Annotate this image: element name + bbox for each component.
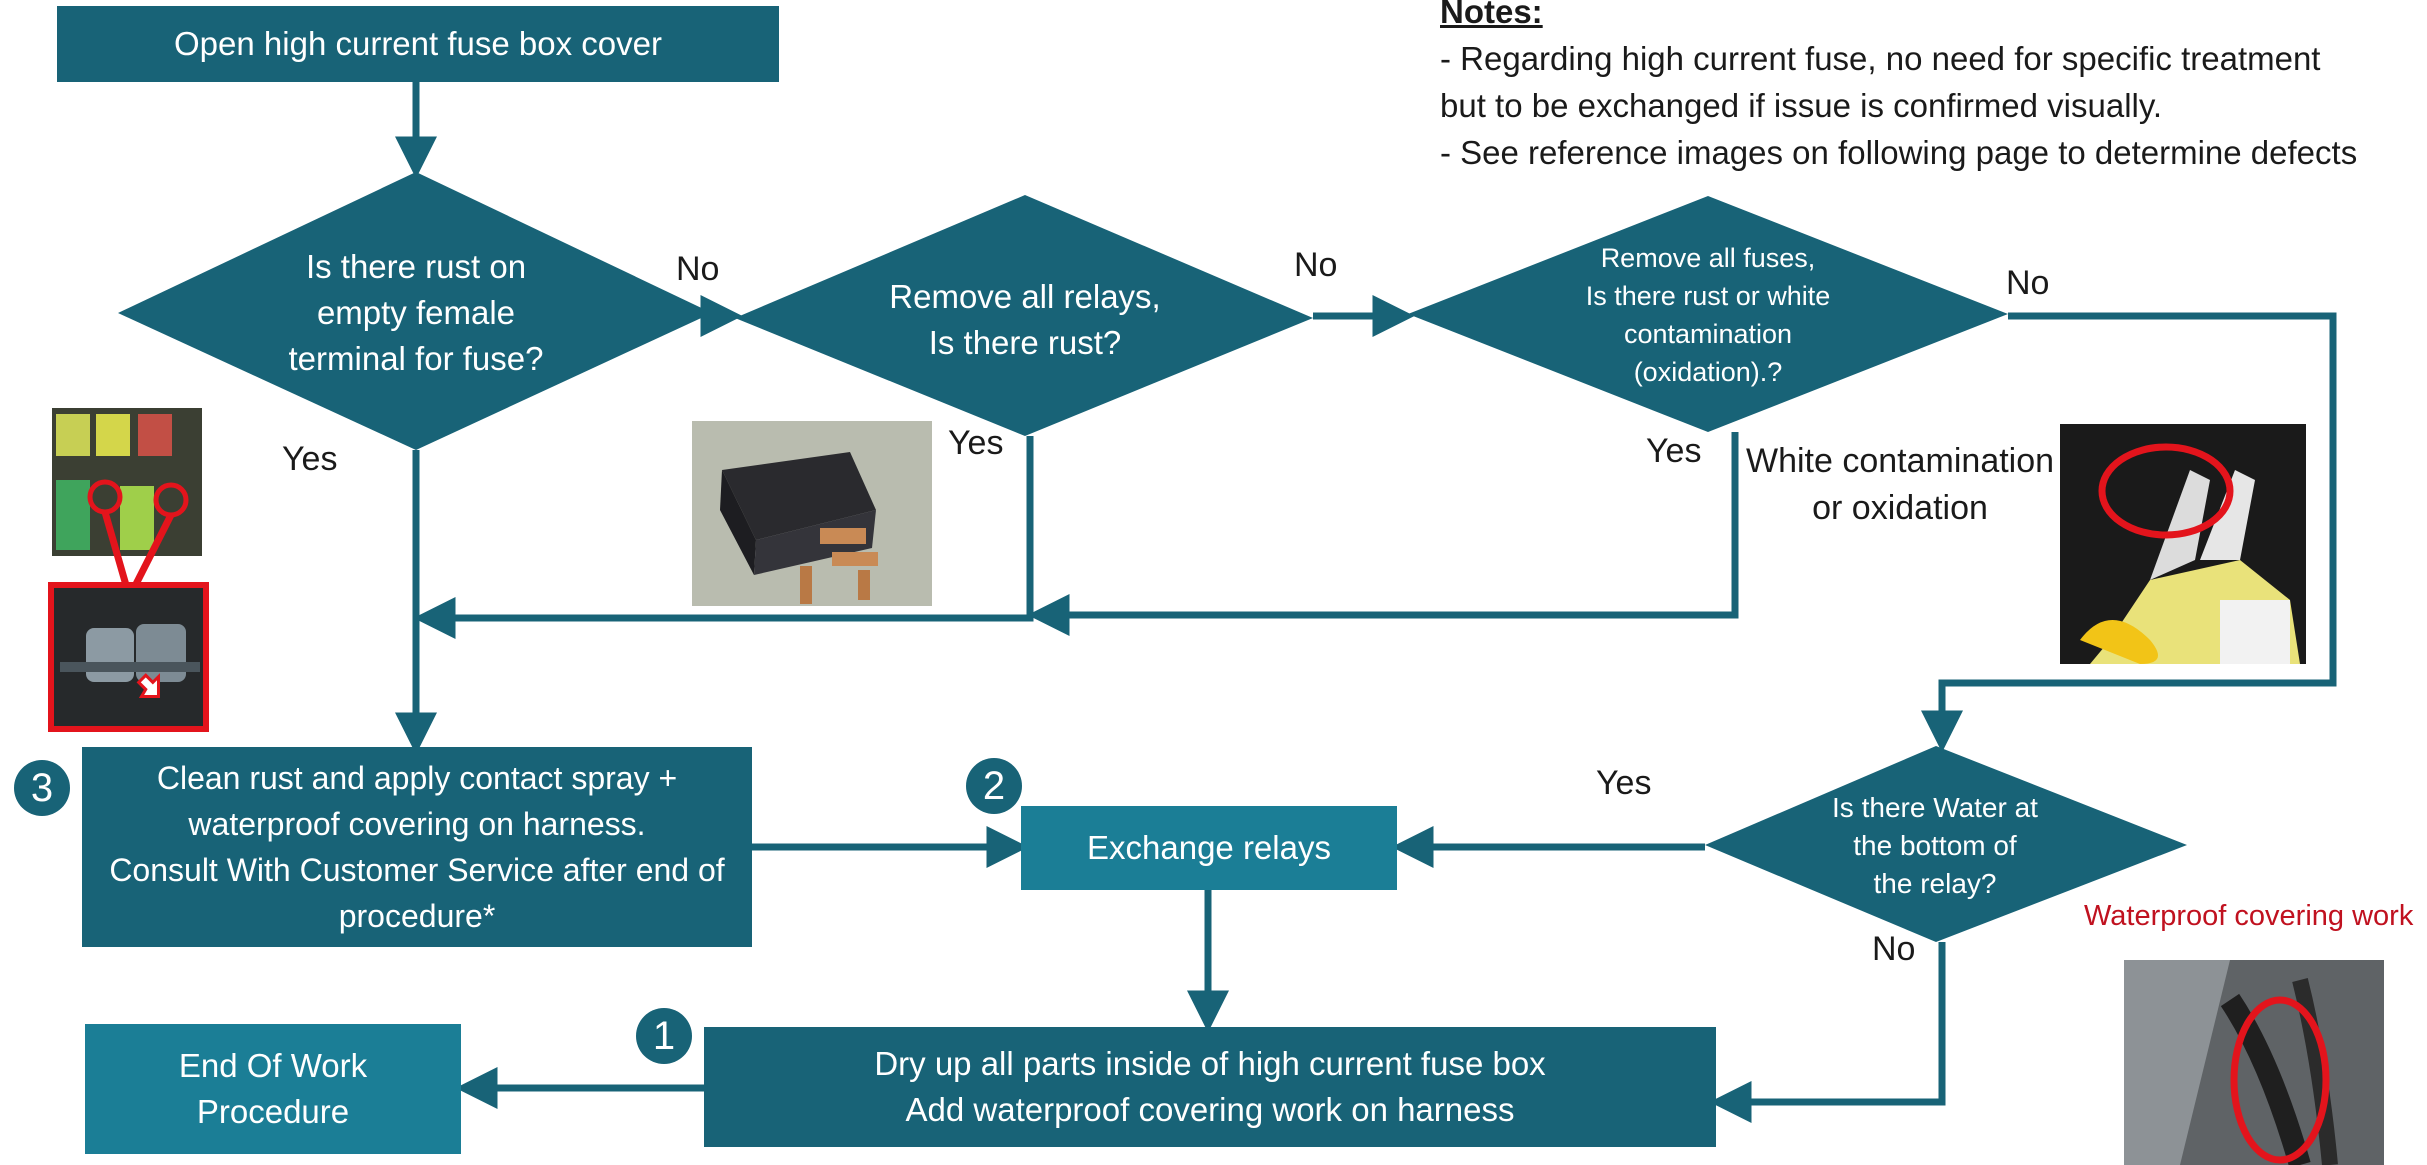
end-of-work-box: End Of Work Procedure bbox=[85, 1024, 461, 1154]
notes-line-3: - See reference images on following page… bbox=[1440, 134, 2358, 171]
contaminated-fuse-photo bbox=[2060, 424, 2306, 664]
decision-water-relay-shape bbox=[1705, 746, 2187, 942]
waterproof-covering-photo bbox=[2124, 960, 2384, 1165]
label-no-fuses: No bbox=[2006, 264, 2050, 302]
decision-rust-female-terminal-shape bbox=[118, 172, 712, 450]
connector-water-no bbox=[1709, 942, 1946, 1123]
exchange-relays-box: Exchange relays bbox=[1021, 806, 1397, 890]
rust-terminal-closeup-photo bbox=[48, 582, 209, 732]
decision-water-relay: Is there Water at the bottom of the rela… bbox=[1832, 792, 2038, 899]
label-yes-water: Yes bbox=[1596, 764, 1652, 802]
label-no-relays: No bbox=[1294, 246, 1338, 284]
label-yes-fuses: Yes bbox=[1646, 432, 1702, 470]
notes-title: Notes: bbox=[1440, 0, 1543, 30]
label-no-rust-terminal: No bbox=[676, 250, 720, 288]
decision-remove-relays-shape bbox=[735, 195, 1313, 436]
label-yes-relays: Yes bbox=[948, 424, 1004, 462]
decision-remove-fuses-shape bbox=[1408, 196, 2008, 432]
label-yes-rust-terminal: Yes bbox=[282, 440, 338, 478]
decision-remove-relays: Remove all relays, Is there rust? bbox=[889, 278, 1161, 361]
label-white-contamination: White contamination or oxidation bbox=[1746, 442, 2055, 527]
fuse-terminal-photo bbox=[52, 408, 202, 594]
label-no-water: No bbox=[1872, 930, 1916, 968]
decision-rust-female-terminal: Is there rust on empty female terminal f… bbox=[288, 248, 544, 377]
notes-block: Notes: - Regarding high current fuse, no… bbox=[1440, 0, 2357, 176]
open-cover-box: Open high current fuse box cover bbox=[57, 6, 779, 82]
clean-rust-box: Clean rust and apply contact spray + wat… bbox=[82, 747, 752, 947]
relay-photo bbox=[692, 421, 932, 606]
notes-line-2: but to be exchanged if issue is confirme… bbox=[1440, 87, 2163, 124]
step-number-three: 3 bbox=[14, 760, 70, 816]
notes-line-1: - Regarding high current fuse, no need f… bbox=[1440, 40, 2321, 77]
label-waterproof-covering-work: Waterproof covering work bbox=[2084, 900, 2414, 932]
step-number-two: 2 bbox=[966, 758, 1022, 814]
dry-up-box: Dry up all parts inside of high current … bbox=[704, 1027, 1716, 1147]
connector-fuses-no bbox=[1921, 312, 2337, 753]
decision-remove-fuses: Remove all fuses, Is there rust or white… bbox=[1585, 243, 1831, 387]
connector-fuses-yes bbox=[1027, 432, 1739, 636]
step-number-one: 1 bbox=[636, 1008, 692, 1064]
